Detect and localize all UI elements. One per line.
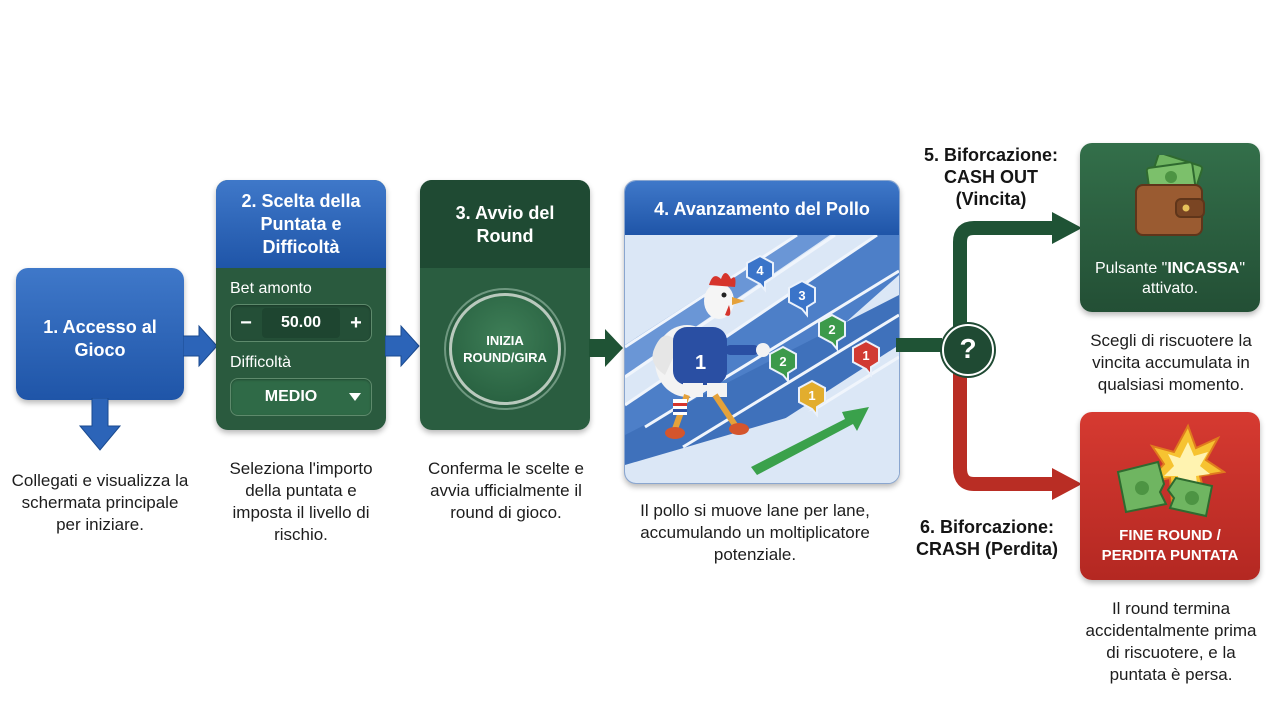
arrow-step1-down [78, 398, 122, 451]
step-5-label: 5. Biforcazione: CASH OUT (Vincita) [923, 145, 1059, 209]
step-1-title: 1. Accesso al Gioco [43, 317, 157, 360]
question-icon: ? [959, 333, 977, 364]
bet-amount-stepper[interactable]: − 50.00 + [230, 304, 372, 342]
incassa-text-bold: INCASSA [1167, 260, 1240, 277]
difficulty-value: MEDIO [264, 388, 318, 405]
multiplier-marker-4-blue: 4 [746, 254, 774, 293]
start-round-label: INIZIA ROUND/GIRA [463, 333, 547, 365]
step-4-title: 4. Avanzamento del Pollo [654, 199, 870, 219]
step-4-description: Il pollo si muove lane per lane, accumul… [640, 501, 870, 564]
step-2-description: Seleziona l'importo della puntata e impo… [229, 459, 373, 544]
multiplier-marker-1-red: 1 [852, 339, 880, 378]
step-6-label: 6. Biforcazione: CRASH (Perdita) [915, 517, 1058, 559]
wallet-icon [1135, 155, 1205, 236]
step-6-box: FINE ROUND / PERDITA PUNTATA [1080, 412, 1260, 580]
arrow-step2-to-3 [385, 324, 420, 368]
marker-label: 2 [779, 354, 786, 369]
bet-decrease-button[interactable]: − [240, 312, 252, 334]
step-3-box: 3. Avvio del Round INIZIA ROUND/GIRA [420, 180, 590, 430]
multiplier-marker-3-blue: 3 [788, 279, 816, 318]
chevron-down-icon [349, 393, 361, 401]
marker-label: 2 [828, 322, 835, 337]
step-3-description: Conferma le scelte e avvia ufficialmente… [428, 459, 584, 522]
decision-node: ? [942, 324, 994, 376]
step-6-description: Il round termina accidentalmente prima d… [1085, 599, 1257, 684]
bet-increase-button[interactable]: + [350, 312, 362, 334]
step-2-header: 2. Scelta della Puntata e Difficoltà [216, 180, 386, 268]
chicken-road-scene: 1 4 3 2 2 1 1 [625, 235, 899, 483]
step-6-box-text: FINE ROUND / PERDITA PUNTATA [1101, 527, 1239, 564]
multiplier-marker-2-green: 2 [769, 345, 797, 384]
step-2-box: 2. Scelta della Puntata e Difficoltà Bet… [216, 180, 386, 430]
start-round-button[interactable]: INIZIA ROUND/GIRA [449, 293, 561, 405]
step-3-header: 3. Avvio del Round [420, 180, 590, 268]
branch-arrows [896, 212, 1082, 500]
step-2-title: 2. Scelta della Puntata e Difficoltà [241, 191, 361, 257]
incassa-text-suffix: " attivato. [1141, 260, 1246, 297]
marker-label: 3 [798, 288, 805, 303]
arrow-step3-to-4 [589, 329, 623, 367]
chicken-icon [652, 273, 770, 439]
torn-money-explosion-icon [1116, 423, 1226, 518]
marker-label: 4 [756, 263, 764, 278]
difficulty-label: Difficoltà [230, 354, 292, 371]
step-4-box: 4. Avanzamento del Pollo [624, 180, 900, 484]
marker-label: 1 [808, 388, 815, 403]
step-5-description: Scegli di riscuotere la vincita accumula… [1090, 331, 1252, 394]
jersey-number: 1 [695, 352, 706, 374]
step-5-box-text: Pulsante "INCASSA" attivato. [1088, 259, 1252, 299]
bet-amount-label: Bet amonto [230, 280, 312, 297]
step-1-box: 1. Accesso al Gioco [16, 268, 184, 400]
step-3-title: 3. Avvio del Round [455, 203, 555, 246]
arrow-step1-to-2 [183, 324, 218, 368]
incassa-text-prefix: Pulsante " [1094, 260, 1168, 277]
step-4-header: 4. Avanzamento del Pollo [625, 181, 899, 235]
step-1-description: Collegati e visualizza la schermata prin… [11, 471, 189, 534]
marker-label: 1 [862, 348, 869, 363]
multiplier-marker-2-green: 2 [818, 313, 846, 352]
bet-amount-value[interactable]: 50.00 [262, 308, 340, 338]
multiplier-marker-1-yellow: 1 [798, 379, 826, 418]
step-5-box: Pulsante "INCASSA" attivato. [1080, 143, 1260, 312]
difficulty-select[interactable]: MEDIO [230, 378, 372, 416]
